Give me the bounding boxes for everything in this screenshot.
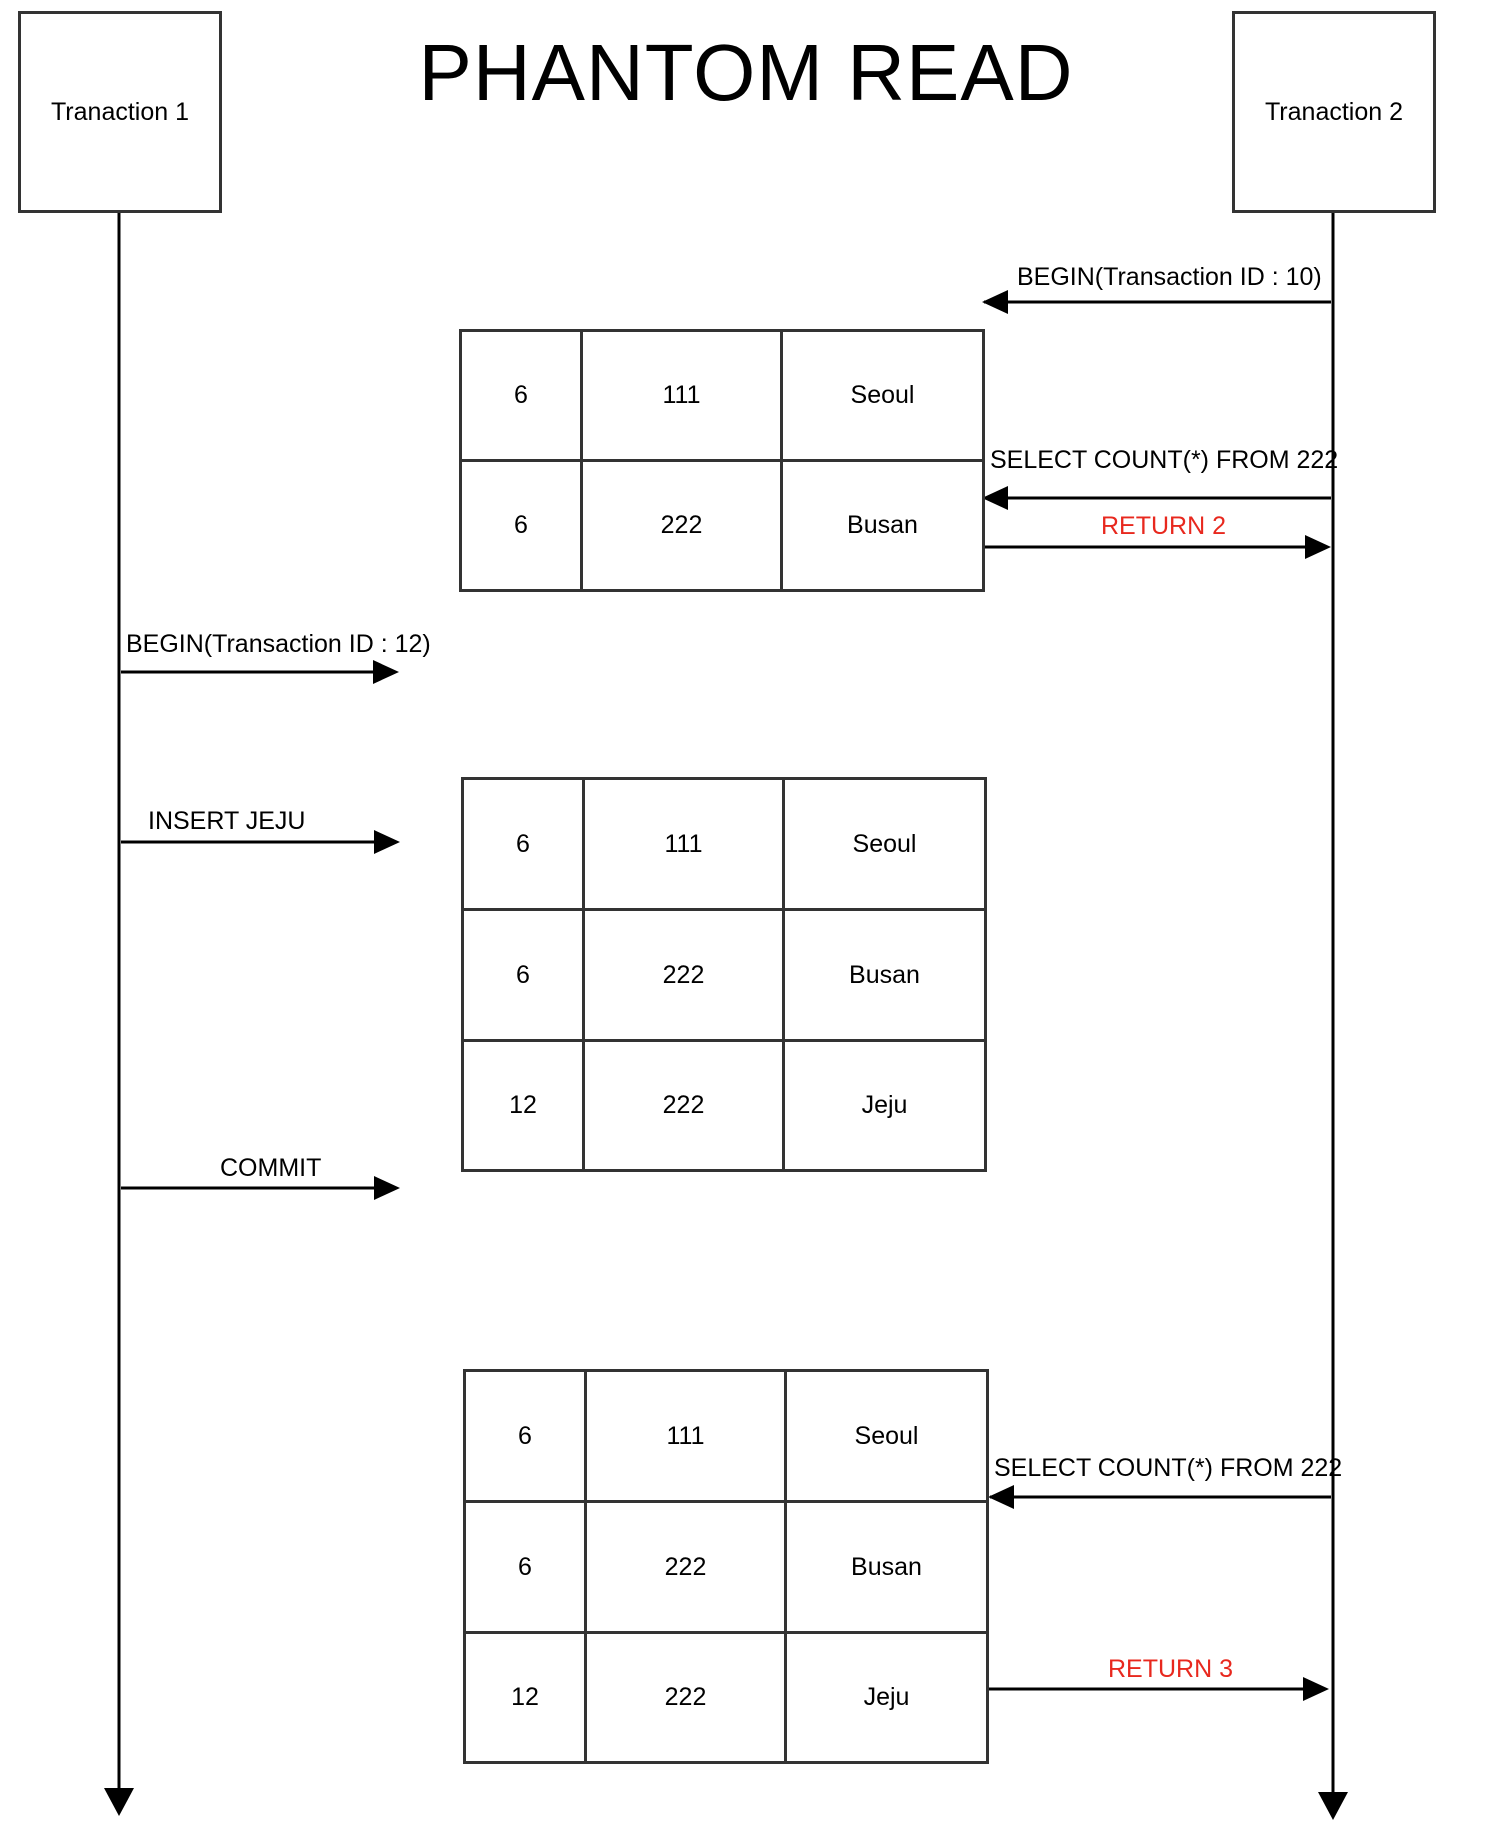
- table-cell: 222: [584, 1500, 787, 1634]
- table-cell: Busan: [780, 459, 985, 592]
- table-cell: 6: [459, 329, 583, 462]
- table-cell: 222: [582, 1039, 785, 1172]
- arrow-t1-insert-head: [374, 830, 400, 854]
- table-cell: 111: [580, 329, 783, 462]
- table-cell: 222: [584, 1631, 787, 1764]
- arrow-t2-select-2-head: [988, 1485, 1014, 1509]
- table-cell: 6: [463, 1369, 587, 1503]
- arrow-t1-commit-head: [374, 1176, 400, 1200]
- arrow-t2-return-2-head: [1303, 1677, 1329, 1701]
- lane-transaction-1: Tranaction 1: [18, 11, 222, 213]
- table-cell: Seoul: [780, 329, 985, 462]
- label-t2-select-1: SELECT COUNT(*) FROM 222: [990, 446, 1339, 474]
- lifeline-transaction-1-arrowhead: [104, 1788, 134, 1816]
- lane-transaction-1-label: Tranaction 1: [50, 97, 190, 126]
- table-cell: 111: [582, 777, 785, 911]
- label-t2-select-2: SELECT COUNT(*) FROM 222: [994, 1454, 1343, 1482]
- label-t2-return-2: RETURN 3: [1108, 1655, 1234, 1683]
- label-t1-begin: BEGIN(Transaction ID : 12): [126, 630, 431, 658]
- lane-transaction-2-label: Tranaction 2: [1264, 97, 1404, 126]
- table-cell: Jeju: [782, 1039, 987, 1172]
- diagram-title: PHANTOM READ: [418, 28, 1074, 117]
- table-cell: Jeju: [784, 1631, 989, 1764]
- table-cell: Seoul: [782, 777, 987, 911]
- table-cell: 6: [461, 777, 585, 911]
- table-cell: Busan: [784, 1500, 989, 1634]
- lifeline-transaction-2-arrowhead: [1318, 1792, 1348, 1820]
- arrow-t2-begin-head: [982, 290, 1008, 314]
- table-cell: 6: [461, 908, 585, 1042]
- arrow-t2-select-1-head: [982, 486, 1008, 510]
- table-cell: Busan: [782, 908, 987, 1042]
- lane-transaction-2: Tranaction 2: [1232, 11, 1436, 213]
- table-cell: 6: [463, 1500, 587, 1634]
- label-t1-insert: INSERT JEJU: [148, 807, 306, 835]
- table-cell: 12: [461, 1039, 585, 1172]
- table-cell: Seoul: [784, 1369, 989, 1503]
- label-t2-begin: BEGIN(Transaction ID : 10): [1017, 263, 1322, 291]
- label-t2-return-1: RETURN 2: [1101, 512, 1227, 540]
- table-cell: 12: [463, 1631, 587, 1764]
- table-cell: 222: [582, 908, 785, 1042]
- table-cell: 6: [459, 459, 583, 592]
- arrow-t1-begin-head: [373, 660, 399, 684]
- label-t1-commit: COMMIT: [220, 1154, 322, 1182]
- arrow-t2-return-1-head: [1305, 535, 1331, 559]
- table-cell: 111: [584, 1369, 787, 1503]
- table-cell: 222: [580, 459, 783, 592]
